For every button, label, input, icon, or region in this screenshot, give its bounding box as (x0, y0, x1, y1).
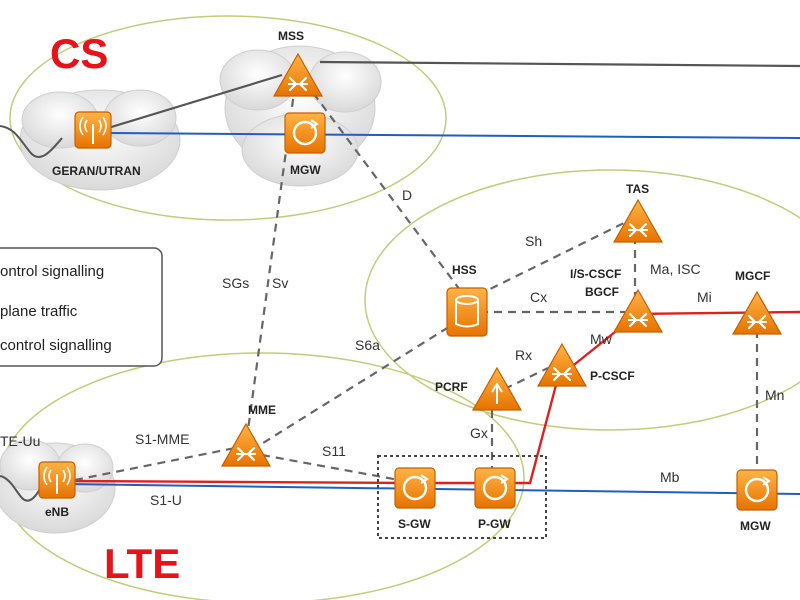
ims-domain-ellipse (364, 169, 800, 431)
sv-label: Sv (272, 275, 288, 291)
cx-label: Cx (530, 289, 547, 305)
mi-label: Mi (697, 289, 712, 305)
mss-label: MSS (278, 29, 304, 43)
geran-label: GERAN/UTRAN (52, 164, 141, 178)
gx-label: Gx (470, 425, 488, 441)
cs-user-plane-line (104, 132, 800, 139)
mgw-ims-icon (736, 469, 778, 511)
legend-item-2: plane traffic (0, 303, 78, 320)
mgcf-icon (731, 290, 783, 335)
cs-domain-title: CS (50, 30, 108, 77)
tas-icon (612, 198, 664, 243)
gateway-group-box (377, 455, 547, 539)
pcrf-label: PCRF (435, 380, 468, 394)
lte-domain-ellipse (0, 352, 525, 600)
legend-box (0, 247, 163, 367)
sh-label: Sh (525, 233, 542, 249)
iscscf-icon (612, 288, 664, 333)
enb-label: eNB (45, 505, 69, 519)
legend-item-3: control signalling (0, 337, 112, 354)
iscscf-label: I/S-CSCF (570, 267, 621, 281)
mme-icon (220, 422, 272, 467)
geran-radio-link (0, 125, 63, 158)
mb-label: Mb (660, 469, 680, 485)
tas-label: TAS (626, 182, 649, 196)
lte-domain-title: LTE (104, 540, 180, 587)
mn-label: Mn (765, 387, 784, 403)
pgw-label: P-GW (478, 517, 511, 531)
lte-uu-label: TE-Uu (0, 433, 40, 449)
rx-label: Rx (515, 347, 532, 363)
mgw-cs-icon (284, 112, 326, 154)
hss-label: HSS (452, 263, 477, 277)
s1-u-label: S1-U (150, 492, 182, 508)
mgcf-label: MGCF (735, 269, 770, 283)
ma-isc-label: Ma, ISC (650, 261, 701, 277)
legend-item-1: ontrol signalling (0, 263, 104, 280)
sgw-label: S-GW (398, 517, 431, 531)
mss-icon (272, 52, 324, 97)
enb-radio-link (0, 475, 43, 502)
geran-mss-line (107, 73, 283, 130)
geran-antenna-icon (74, 111, 112, 149)
s6a-label: S6a (355, 337, 380, 353)
pcscf-label: P-CSCF (590, 369, 635, 383)
enb-antenna-icon (38, 461, 76, 499)
mi-red-line (631, 310, 800, 316)
cs-domain-ellipse (9, 15, 447, 221)
sgw-icon (394, 467, 436, 509)
mgw-cs-label: MGW (290, 163, 321, 177)
bgcf-label: BGCF (585, 285, 619, 299)
mme-label: MME (248, 403, 276, 417)
pcrf-icon (471, 366, 523, 411)
mgw-ims-label: MGW (740, 519, 771, 533)
d-label: D (402, 187, 412, 203)
mw-label: Mw (590, 331, 613, 347)
hss-database-icon (446, 287, 488, 337)
pgw-icon (474, 467, 516, 509)
s1-mme-label: S1-MME (135, 431, 189, 447)
s11-label: S11 (322, 443, 346, 459)
mss-upstream-line (319, 60, 800, 68)
pcscf-icon (536, 342, 588, 387)
sgs-label: SGs (222, 275, 249, 291)
